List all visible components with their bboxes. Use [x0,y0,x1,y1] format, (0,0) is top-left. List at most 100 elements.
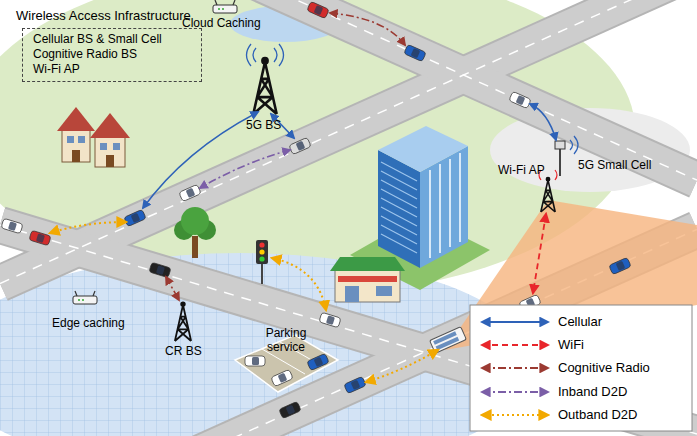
vehicles [404,44,426,61]
base-station [247,44,284,66]
road [200,0,697,180]
callout-item: Cellular BS & Small Cell [33,32,191,47]
station-label: 5G Small Cell [578,158,651,172]
houses [113,143,120,150]
wireless-links [533,214,546,293]
wireless-links [143,104,556,208]
shop [376,286,392,296]
label-anchor: Parking service [262,326,310,354]
callout-box: Wireless Access InfrastructureCellular B… [22,28,202,82]
legend-panel [482,414,548,416]
station-label: CR BS [165,344,202,358]
vehicles [245,356,265,366]
road [200,0,697,180]
wireless-links [166,13,405,300]
tree [192,236,198,258]
cache-label: Edge caching [52,316,125,330]
base-station [73,0,578,341]
houses [78,136,85,143]
vehicles [179,184,201,201]
legend-text: Cognitive Radio [558,360,650,376]
label-anchor: CR BS [165,344,202,358]
vehicles [430,327,467,354]
vehicles [271,369,293,386]
legend-text: Outband D2D [558,407,638,423]
station-label: 5G BS [246,118,281,132]
legend-panel [482,367,548,369]
skyscraper [381,162,417,253]
vehicles [307,1,329,18]
vehicles [289,137,311,154]
station-label: Wi-Fi AP [498,163,545,177]
legend-text: Inband D2D [558,384,627,400]
wireless-links [166,277,179,300]
houses [106,155,114,167]
traffic-light [259,256,264,261]
wireless-links [50,222,126,233]
cache-label: Cloud Caching [182,16,261,30]
houses [57,107,130,167]
houses [57,107,95,131]
legend-entry: Inband D2D [558,384,627,400]
legend-entry: Outband D2D [558,407,638,423]
vehicles [609,257,631,274]
label-anchor: 5G Small Cell [578,158,651,172]
label-anchor: Cloud Caching [182,16,261,30]
houses [67,136,74,143]
callout-heading: Wireless Access Infrastructure [16,8,191,24]
label-anchor: Wi-Fi AP [498,163,545,177]
base-station [541,178,555,212]
legend-panel [482,391,548,393]
shop [330,257,405,302]
wireless-links [366,350,438,382]
base-station [570,136,578,154]
legend-text: Cellular [558,314,602,330]
wireless-links [530,104,556,140]
wireless-links [50,222,438,382]
traffic-light [259,242,264,247]
traffic-light [256,240,268,264]
legend-panel [470,305,692,431]
legend-panel [482,344,548,346]
houses [90,113,130,138]
base-station [253,58,276,114]
vehicles [1,218,23,233]
vehicles [29,230,51,245]
vehicles [430,327,467,354]
shop [338,276,397,282]
vehicles [344,376,366,393]
traffic-light [256,240,268,284]
vehicles [436,337,460,350]
wireless-links [330,13,405,45]
shop [330,257,405,271]
base-station [559,147,561,176]
shop [335,270,400,302]
houses [95,135,125,167]
service-label: Parking service [262,326,310,354]
base-station [555,141,565,149]
base-station [213,0,237,13]
vehicles [124,209,146,226]
wireless-links [200,150,290,188]
wireless-links [272,258,326,310]
legend-entry: Cellular [558,314,602,330]
wireless-links [143,112,258,208]
label-anchor: 5G BS [246,118,281,132]
vehicles [279,401,301,418]
legend-entry: WiFi [558,337,584,353]
vehicles [149,262,171,277]
houses [62,128,90,162]
label-anchor: Edge caching [52,316,125,330]
houses [100,143,107,150]
base-station [73,291,97,304]
skyscraper [378,126,468,172]
tree [181,207,209,235]
tree [174,207,216,258]
vehicles [319,312,341,327]
legend-text: WiFi [558,337,584,353]
legend-entry: Cognitive Radio [558,360,650,376]
